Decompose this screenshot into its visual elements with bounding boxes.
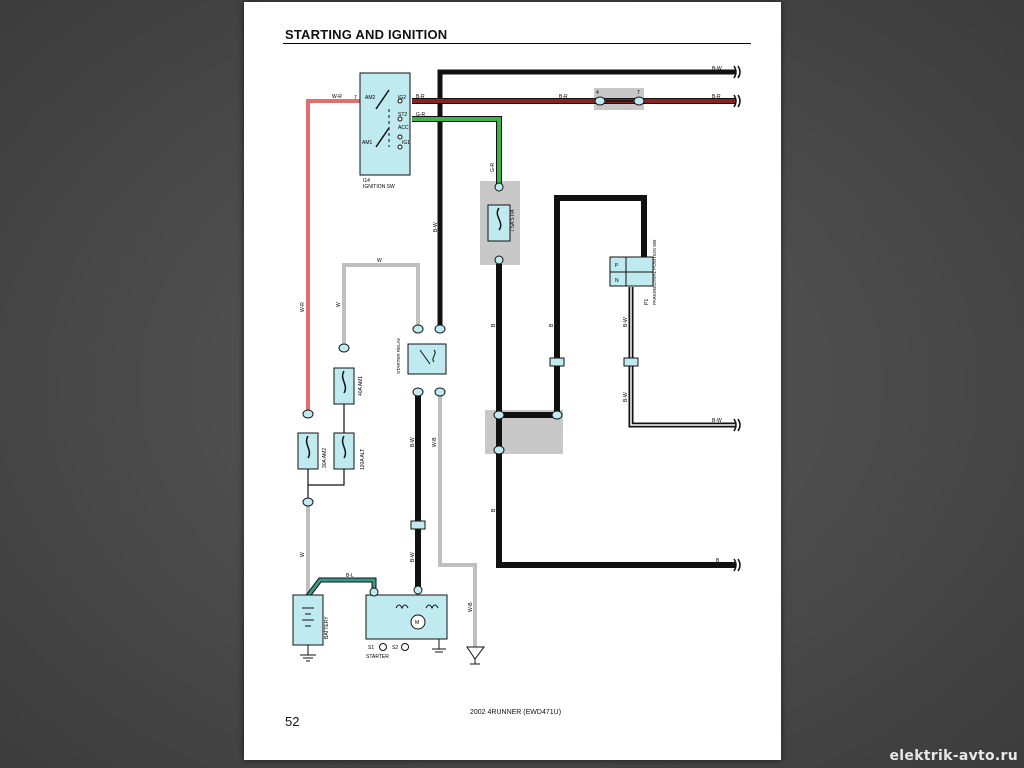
junction-top-pin-left: 4: [596, 90, 599, 96]
wire-b-loop: [499, 195, 647, 418]
label-b-main-2: B: [491, 508, 497, 512]
label-g-r-ign: G-R: [416, 112, 426, 118]
wire-w-b: [438, 392, 477, 647]
label-b-w-starter: B-W: [410, 552, 416, 562]
pn-name: PARK/NEUTRAL POSITION SW: [652, 239, 657, 305]
label-b-w-vert: B-W: [433, 222, 439, 232]
fuse-alt-label: 120A ALT: [360, 449, 366, 470]
title-rule: [283, 43, 751, 44]
label-b-right: B: [716, 558, 720, 564]
ign-acc-label: ACC: [398, 125, 409, 131]
ign-am2-label: AM2: [365, 95, 376, 101]
label-w-r-top: W-R: [332, 94, 342, 100]
ignition-switch: [359, 72, 411, 176]
fuse-am2: [297, 432, 319, 470]
fuse-am1: [333, 367, 355, 405]
label-b-loop: B: [549, 323, 555, 327]
label-w-top: W: [377, 258, 382, 264]
document-page: STARTING AND IGNITION: [244, 2, 781, 760]
label-w-b-ground: W-B: [468, 602, 474, 612]
ign-code: I14: [363, 178, 370, 184]
label-g-r-vert: G-R: [490, 162, 496, 172]
pn-p-label: P: [615, 263, 619, 269]
ign-st2-label: ST2: [398, 112, 407, 118]
label-w-battery: W: [300, 552, 306, 557]
wiring-diagram: AM2 AM1 IG2 ST2 ACC IG1 7 I14 IGNITION S…: [292, 65, 741, 665]
label-b-w-pn: B-W: [623, 317, 629, 327]
label-b-w-pn-2: B-W: [623, 392, 629, 402]
label-b-w-top: B-W: [712, 66, 722, 72]
label-w-b-relay: W-B: [432, 437, 438, 447]
label-w-am1: W: [336, 302, 342, 307]
starter-label: STARTER: [366, 654, 389, 660]
starter-relay-label: STARTER RELAY: [396, 338, 401, 374]
st-a-fuse: [487, 204, 511, 242]
st-a-fuse-label: 7.5A ST/A: [510, 209, 516, 232]
ign-pin-t: 7: [354, 95, 357, 101]
pn-n-label: N: [615, 278, 619, 284]
page-number: 52: [285, 714, 300, 729]
ign-ig2-label: IG2: [398, 95, 406, 101]
label-b-w-right: B-W: [712, 418, 722, 424]
starter: [365, 594, 448, 640]
label-b-r-right: B-R: [712, 94, 721, 100]
footer-model: 2002 4RUNNER (EWD471U): [470, 709, 562, 716]
label-b-main-1: B: [491, 323, 497, 327]
starter-motor-label: M: [415, 620, 419, 626]
starter-s2-label: S2: [392, 645, 398, 651]
fuse-am1-label: 40A AM1: [358, 376, 364, 396]
fuse-alt: [333, 432, 355, 470]
label-w-r-vert: W-R: [300, 302, 306, 312]
wire-b-main: [496, 264, 736, 568]
fuse-am2-label: 30A AM2: [322, 448, 328, 468]
ign-am1-label: AM1: [362, 140, 373, 146]
wire-w-am1: [342, 263, 420, 348]
wire-w-r: [306, 99, 360, 412]
label-b-w-relay: B-W: [410, 437, 416, 447]
ground-w-b: [466, 646, 485, 665]
wire-end-caps: [733, 65, 741, 572]
wire-b-w-right: [628, 287, 736, 428]
page-title: STARTING AND IGNITION: [285, 27, 448, 42]
label-b-r-ign: B-R: [416, 94, 425, 100]
ign-ig1-label: IG1: [402, 140, 410, 146]
starter-s1-label: S1: [368, 645, 374, 651]
ign-name: IGNITION SW: [363, 184, 395, 190]
pn-code: P1: [644, 299, 650, 305]
label-b-l: B-L: [346, 573, 354, 579]
label-b-r-left: B-R: [559, 94, 568, 100]
watermark: elektrik-avto.ru: [889, 748, 1018, 764]
wire-g-r: [412, 116, 502, 187]
battery-label: BATTERY: [324, 616, 330, 639]
junction-top-pin-right: 7: [637, 90, 640, 96]
wire-b-w-top: [437, 69, 736, 329]
